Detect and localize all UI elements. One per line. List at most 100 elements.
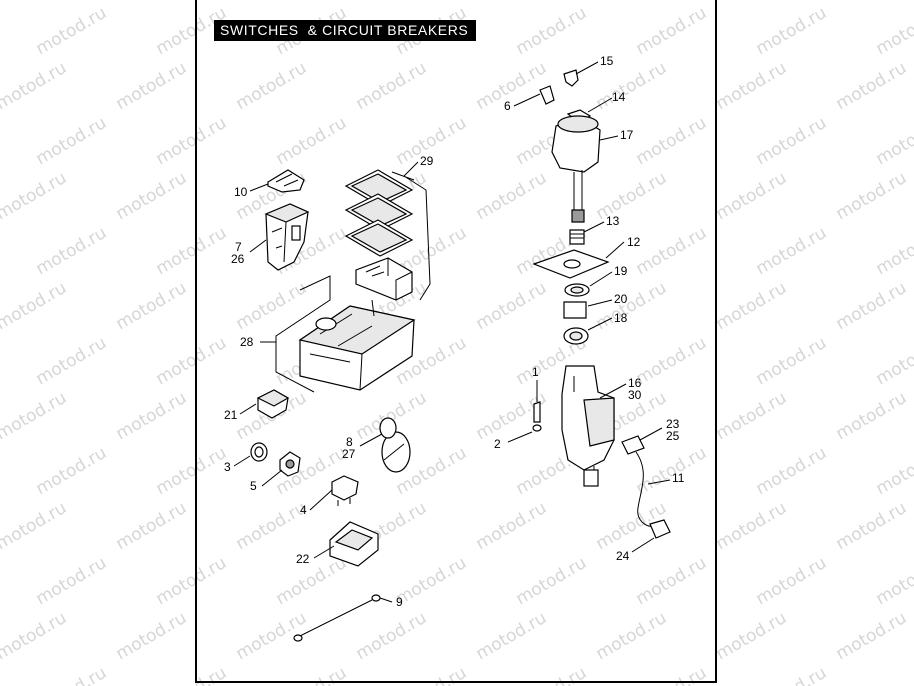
watermark-text: motod.ru bbox=[113, 168, 191, 224]
part-19-washer[interactable] bbox=[564, 283, 590, 297]
callout-labels: 1 2 3 4 5 6 7 8 9 10 11 12 13 14 15 16 1… bbox=[224, 54, 685, 609]
part-16-switch-body[interactable] bbox=[561, 365, 615, 487]
callout-18: 18 bbox=[614, 311, 628, 325]
callout-8: 8 bbox=[346, 435, 353, 449]
part-21-switch[interactable] bbox=[256, 389, 290, 419]
callout-25: 25 bbox=[666, 429, 680, 443]
watermark-text: motod.ru bbox=[753, 113, 831, 169]
watermark-text: motod.ru bbox=[0, 278, 70, 334]
callout-17: 17 bbox=[620, 128, 634, 142]
watermark-text: motod.ru bbox=[713, 388, 791, 444]
callout-19: 19 bbox=[614, 264, 628, 278]
part-29-fuse-plates[interactable] bbox=[344, 169, 431, 301]
watermark-text: motod.ru bbox=[713, 608, 791, 664]
watermark-text: motod.ru bbox=[0, 388, 70, 444]
leader-lines bbox=[233, 61, 671, 603]
watermark-text: motod.ru bbox=[33, 223, 111, 279]
watermark-text: motod.ru bbox=[33, 443, 111, 499]
callout-7: 7 bbox=[235, 240, 242, 254]
part-18-ring[interactable] bbox=[563, 327, 589, 345]
callout-4: 4 bbox=[300, 503, 307, 517]
watermark-text: motod.ru bbox=[833, 58, 911, 114]
callout-3: 3 bbox=[224, 460, 231, 474]
watermark-text: motod.ru bbox=[33, 3, 111, 59]
callout-13: 13 bbox=[606, 214, 620, 228]
callout-16: 16 bbox=[628, 376, 642, 390]
watermark-text: motod.ru bbox=[113, 608, 191, 664]
watermark-text: motod.ru bbox=[0, 168, 70, 224]
callout-6: 6 bbox=[504, 99, 511, 113]
watermark-text: motod.ru bbox=[873, 663, 914, 686]
watermark-text: motod.ru bbox=[0, 608, 70, 664]
watermark-text: motod.ru bbox=[873, 113, 914, 169]
watermark-text: motod.ru bbox=[713, 278, 791, 334]
watermark-text: motod.ru bbox=[713, 168, 791, 224]
watermark-text: motod.ru bbox=[833, 498, 911, 554]
callout-23: 23 bbox=[666, 417, 680, 431]
callout-29: 29 bbox=[420, 154, 434, 168]
part-9-wire-lead[interactable] bbox=[293, 594, 381, 642]
callout-21: 21 bbox=[224, 408, 238, 422]
watermark-text: motod.ru bbox=[833, 388, 911, 444]
watermark-text: motod.ru bbox=[33, 553, 111, 609]
watermark-text: motod.ru bbox=[873, 223, 914, 279]
watermark-text: motod.ru bbox=[0, 58, 70, 114]
callout-11: 11 bbox=[672, 471, 685, 485]
callout-20: 20 bbox=[614, 292, 628, 306]
watermark-text: motod.ru bbox=[753, 223, 831, 279]
watermark-text: motod.ru bbox=[713, 498, 791, 554]
watermark-text: motod.ru bbox=[753, 3, 831, 59]
part-20-retainer[interactable] bbox=[563, 301, 587, 319]
diagram-frame bbox=[195, 0, 717, 683]
watermark-text: motod.ru bbox=[113, 0, 191, 4]
watermark-text: motod.ru bbox=[113, 58, 191, 114]
watermark-text: motod.ru bbox=[873, 553, 914, 609]
callout-14: 14 bbox=[612, 90, 626, 104]
callout-10: 10 bbox=[234, 185, 248, 199]
watermark-text: motod.ru bbox=[873, 443, 914, 499]
callout-27: 27 bbox=[342, 447, 356, 461]
watermark-text: motod.ru bbox=[833, 0, 911, 4]
part-13-spring[interactable] bbox=[569, 229, 585, 245]
watermark-text: motod.ru bbox=[873, 3, 914, 59]
callout-30: 30 bbox=[628, 388, 642, 402]
callout-9: 9 bbox=[396, 595, 403, 609]
part-12-plate[interactable] bbox=[532, 249, 610, 279]
part-28-fuse-block[interactable] bbox=[275, 275, 416, 393]
callout-2: 2 bbox=[494, 437, 501, 451]
part-17-knob[interactable] bbox=[551, 115, 601, 223]
callout-22: 22 bbox=[296, 552, 310, 566]
part-7-circuit-breaker[interactable] bbox=[264, 203, 310, 271]
watermark-text: motod.ru bbox=[753, 443, 831, 499]
watermark-text: motod.ru bbox=[713, 0, 791, 4]
callout-12: 12 bbox=[627, 235, 641, 249]
part-15-key[interactable] bbox=[563, 69, 579, 87]
watermark-text: motod.ru bbox=[833, 168, 911, 224]
watermark-text: motod.ru bbox=[0, 0, 70, 4]
part-4-relay[interactable] bbox=[331, 475, 359, 506]
callout-1: 1 bbox=[532, 365, 539, 379]
watermark-text: motod.ru bbox=[753, 333, 831, 389]
watermark-text: motod.ru bbox=[33, 113, 111, 169]
callout-26: 26 bbox=[231, 252, 245, 266]
part-23-connector[interactable] bbox=[621, 435, 645, 455]
part-6-clip[interactable] bbox=[539, 85, 555, 105]
part-8-key-tag[interactable] bbox=[379, 417, 411, 473]
part-5-nut[interactable] bbox=[279, 451, 301, 477]
watermark-text: motod.ru bbox=[113, 278, 191, 334]
callout-15: 15 bbox=[600, 54, 614, 68]
part-22-bracket[interactable] bbox=[329, 521, 379, 567]
part-10-bracket[interactable] bbox=[267, 169, 305, 193]
watermark-text: motod.ru bbox=[833, 608, 911, 664]
watermark-text: motod.ru bbox=[753, 663, 831, 686]
part-3-ring[interactable] bbox=[250, 442, 268, 462]
watermark-text: motod.ru bbox=[113, 498, 191, 554]
watermark-text: motod.ru bbox=[33, 663, 111, 686]
part-1-screw[interactable] bbox=[532, 401, 542, 432]
watermark-text: motod.ru bbox=[0, 498, 70, 554]
part-11-harness[interactable] bbox=[635, 451, 671, 539]
callout-28: 28 bbox=[240, 335, 254, 349]
watermark-text: motod.ru bbox=[113, 388, 191, 444]
